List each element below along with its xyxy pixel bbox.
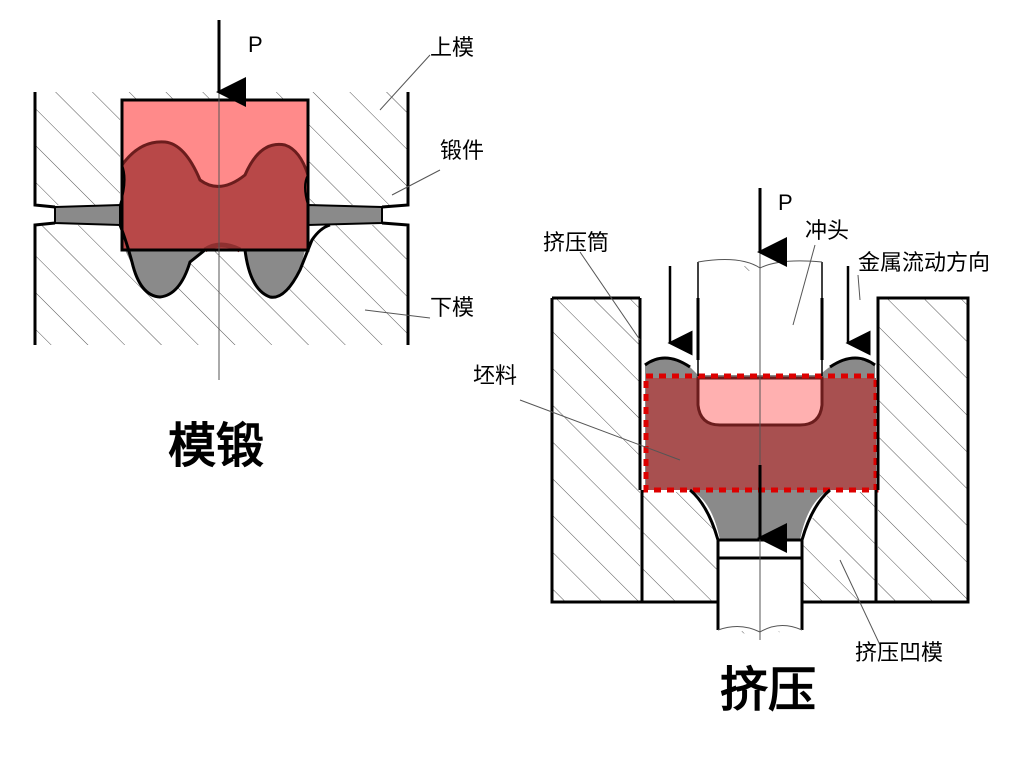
force-label-p: P — [778, 190, 793, 215]
label-flow-direction: 金属流动方向 — [858, 251, 990, 276]
label-upper-die: 上模 — [430, 36, 474, 61]
extrusion-die — [642, 492, 718, 602]
title-die-forging: 模锻 — [168, 418, 264, 474]
forging-body-dark — [122, 141, 308, 250]
extrusion-diagram: P 挤压筒 冲头 金属流动方向 坯料 挤压凹模 挤压 — [473, 188, 990, 718]
label-extrusion-die: 挤压凹模 — [855, 641, 943, 666]
title-extrusion: 挤压 — [720, 662, 816, 718]
label-container: 挤压筒 — [543, 231, 609, 256]
label-lower-die: 下模 — [430, 296, 474, 321]
upper-die — [35, 92, 408, 205]
container-left-wall — [552, 298, 640, 602]
forging-lower-cavity — [125, 250, 305, 298]
label-forging-part: 锻件 — [440, 139, 484, 164]
container-right-wall — [878, 298, 968, 602]
die-forging-diagram: P 上模 锻件 下模 模锻 — [33, 20, 484, 474]
label-punch: 冲头 — [805, 219, 849, 244]
label-billet: 坯料 — [473, 364, 517, 389]
extrusion-die — [802, 492, 876, 602]
forging-flash — [307, 203, 383, 227]
force-label-p: P — [248, 32, 263, 57]
forging-flash — [54, 203, 121, 227]
